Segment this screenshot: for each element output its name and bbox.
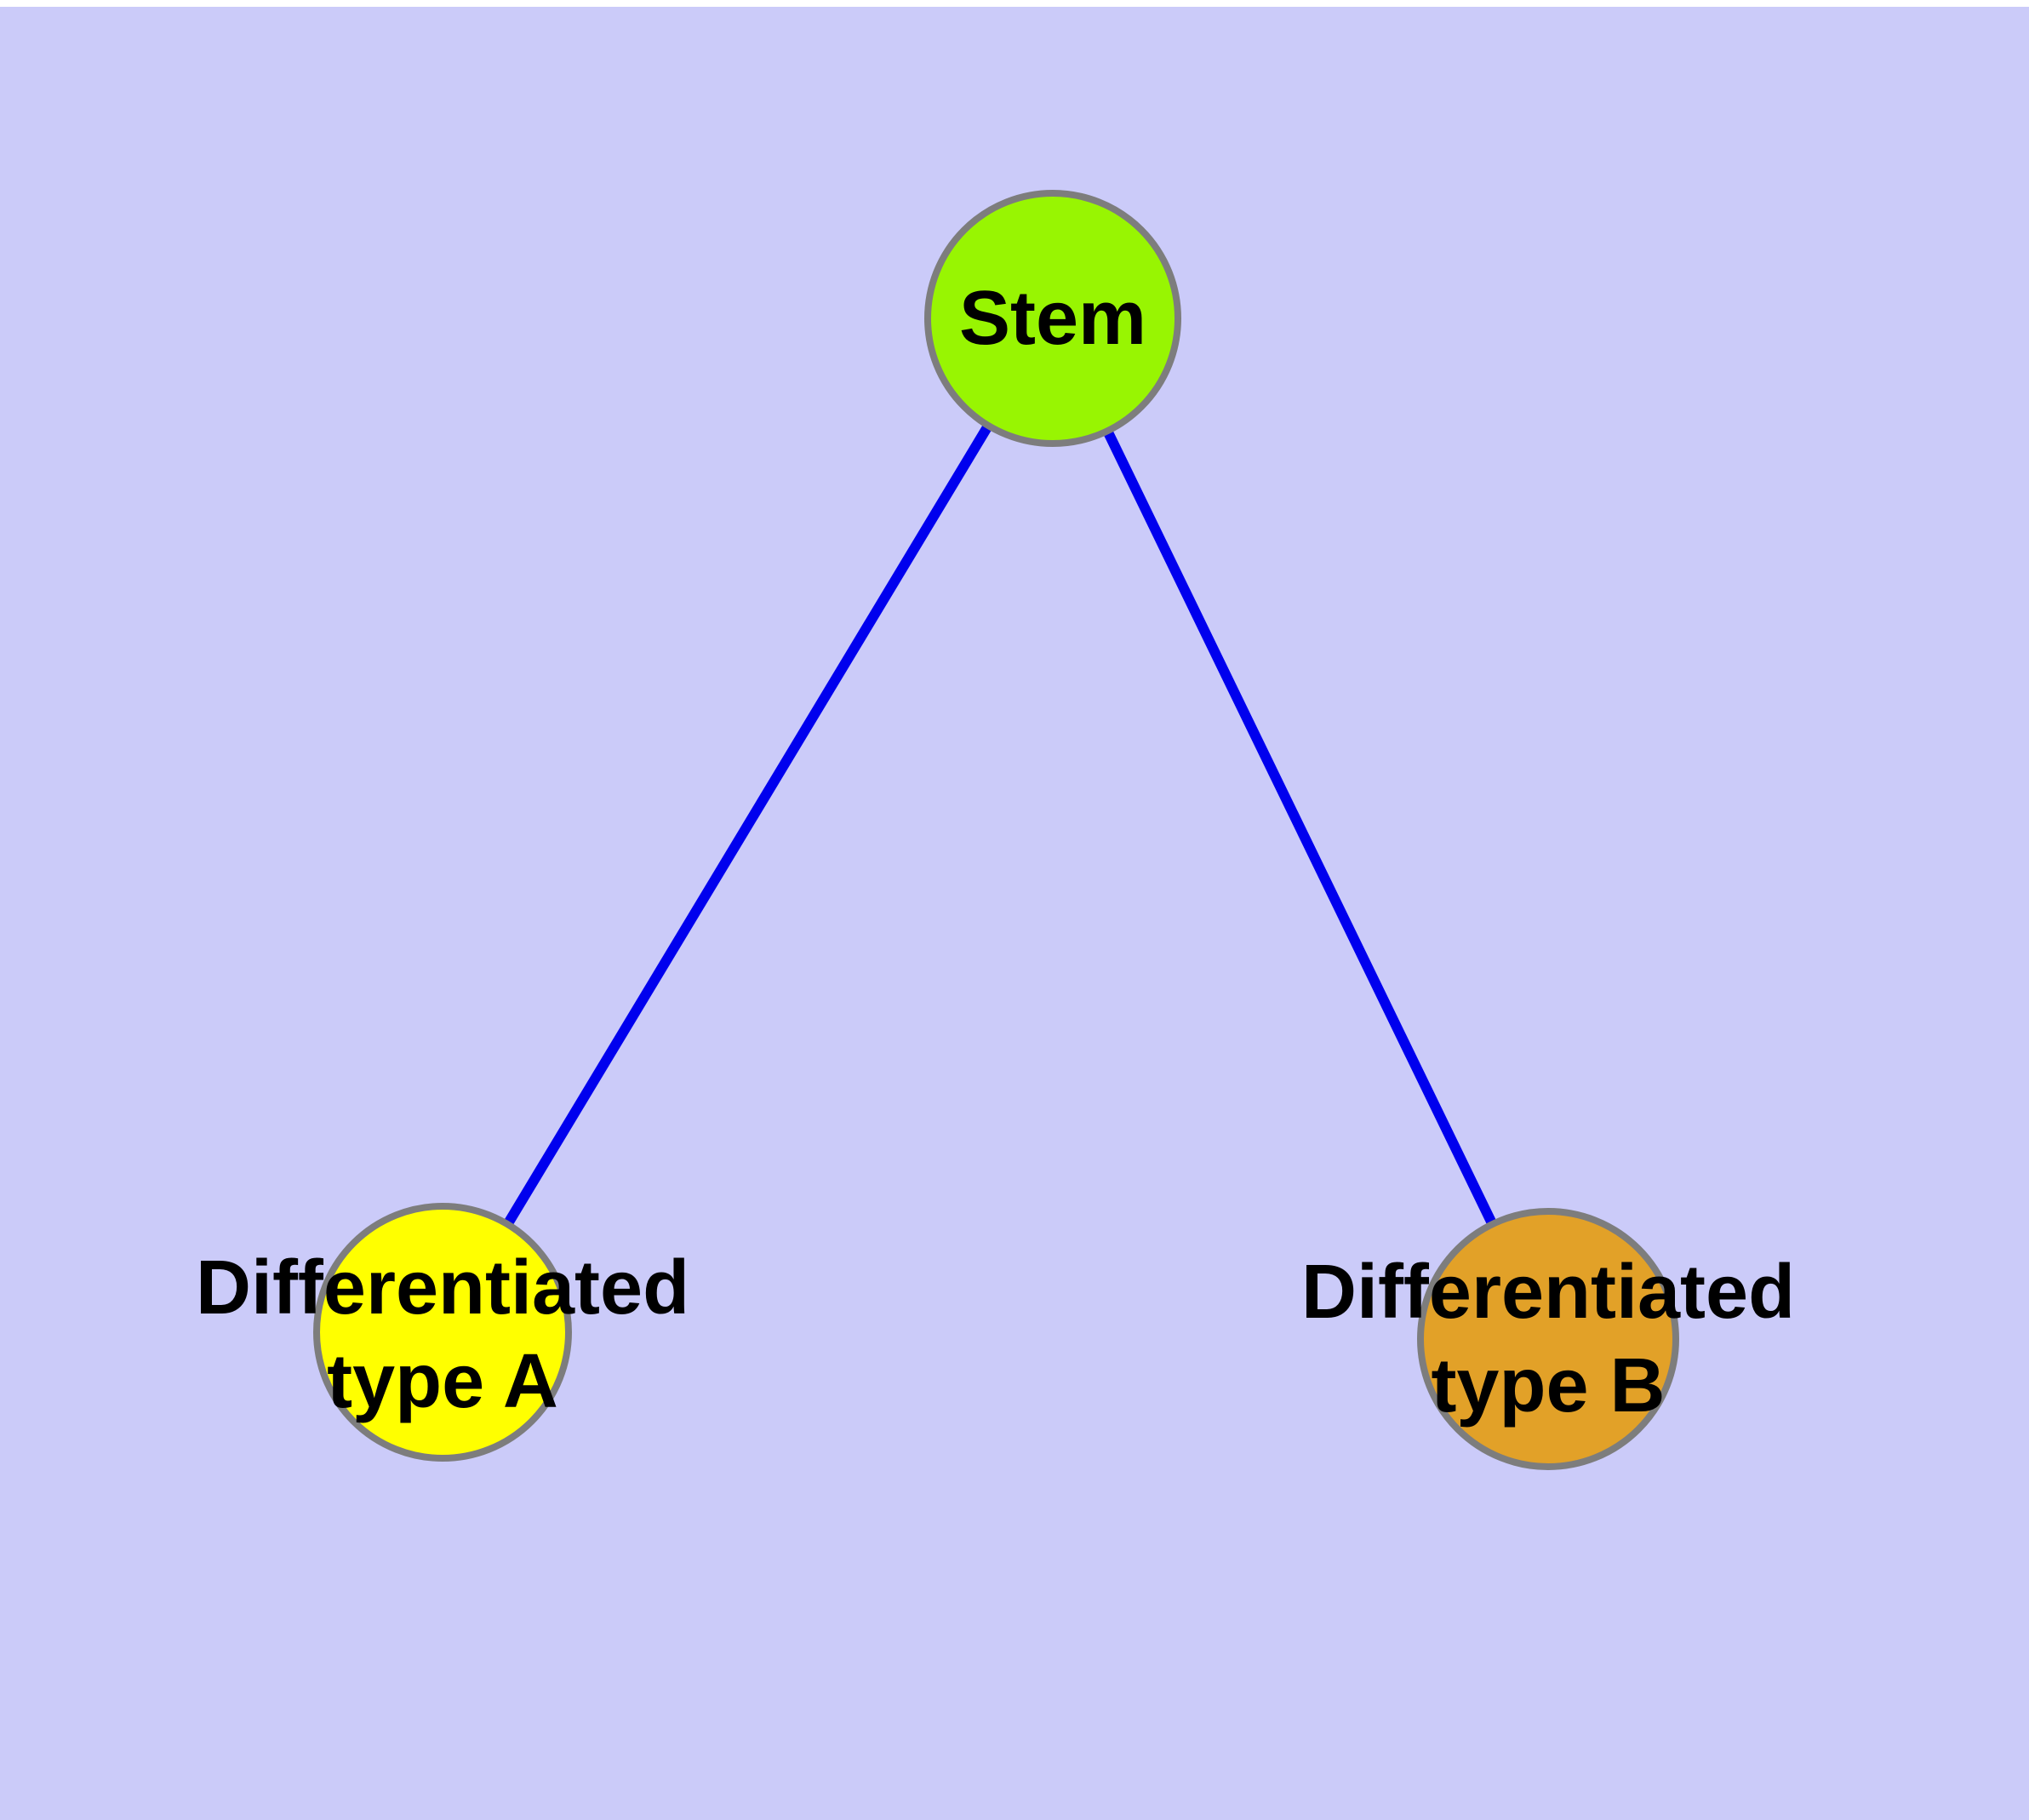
edge-stem-to-type-a: [437, 315, 1058, 1336]
window-top-strip: [0, 0, 2029, 7]
edge-stem-to-type-b: [1048, 316, 1553, 1342]
node-type-b-circle: [1417, 1208, 1679, 1470]
node-stem-circle: [924, 190, 1181, 447]
node-type-a-circle: [313, 1203, 572, 1462]
